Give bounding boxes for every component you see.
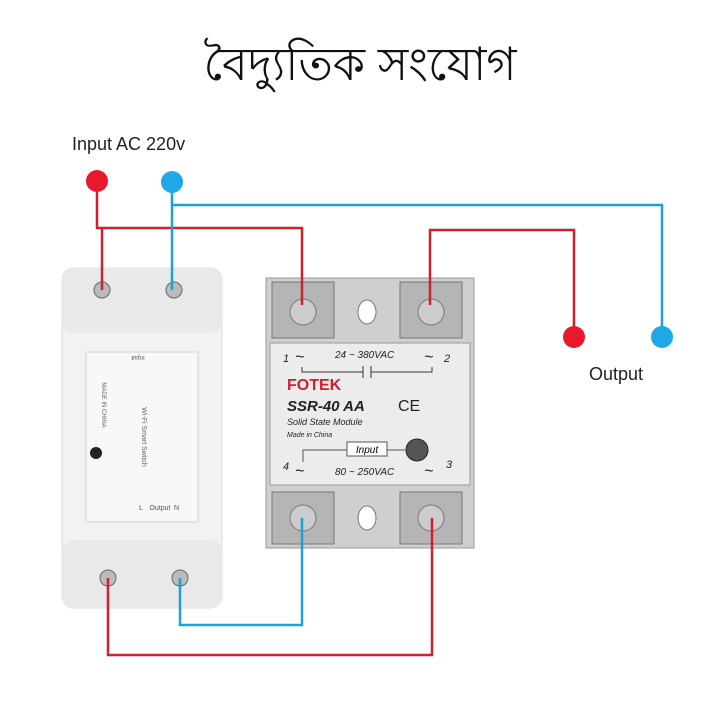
output-label: Output xyxy=(589,364,644,384)
switch-neutral-to-ssr-wire xyxy=(178,518,304,627)
input-live-terminal xyxy=(86,170,108,192)
load-range: 24 ~ 380VAC xyxy=(334,350,395,361)
terminal-4-label: 4 xyxy=(283,461,289,473)
live-input-wire xyxy=(95,182,304,305)
tilde: ~ xyxy=(295,349,304,366)
input-neutral-terminal xyxy=(161,171,183,193)
ce-mark: CE xyxy=(398,398,420,415)
output-neutral-terminal xyxy=(651,326,673,348)
ssr-indicator-led xyxy=(405,438,429,462)
status-led xyxy=(90,447,102,459)
brand-logo: FOTEK xyxy=(287,377,342,394)
wifi-smart-switch: Wi-Fi Smart Switch MADE IN CHINA Input O… xyxy=(61,267,223,609)
tilde: ~ xyxy=(295,463,304,480)
terminal-3-label: 3 xyxy=(446,459,453,471)
input-label: Input AC 220v xyxy=(72,134,186,154)
switch-input-label: Input xyxy=(131,354,145,360)
page-title: বৈদ্যুতিক সংযোগ xyxy=(203,38,517,90)
live-output-wire xyxy=(428,228,576,336)
tilde: ~ xyxy=(424,463,433,480)
terminal-2-label: 2 xyxy=(443,353,450,365)
switch-name: Wi-Fi Smart Switch xyxy=(140,407,147,467)
neutral-output-wire xyxy=(172,203,664,336)
switch-output-label: Output xyxy=(149,505,170,512)
terminal-1-label: 1 xyxy=(283,353,289,365)
switch-live-to-ssr-wire xyxy=(106,518,434,657)
ssr-origin: Made in China xyxy=(287,432,332,439)
ssr-input-label: Input xyxy=(356,445,379,456)
tilde: ~ xyxy=(424,349,433,366)
ssr-subtitle: Solid State Module xyxy=(287,417,363,427)
model-number: SSR-40 AA xyxy=(287,398,365,415)
switch-l-label: L xyxy=(139,505,143,512)
solid-state-relay: 1 ~ 24 ~ 380VAC ~ 2 FOTEK SSR-40 AA CE S… xyxy=(265,277,475,549)
switch-origin: MADE IN CHINA xyxy=(100,382,106,427)
input-range: 80 ~ 250VAC xyxy=(335,467,395,478)
switch-n-label: N xyxy=(174,505,179,512)
output-live-terminal xyxy=(563,326,585,348)
